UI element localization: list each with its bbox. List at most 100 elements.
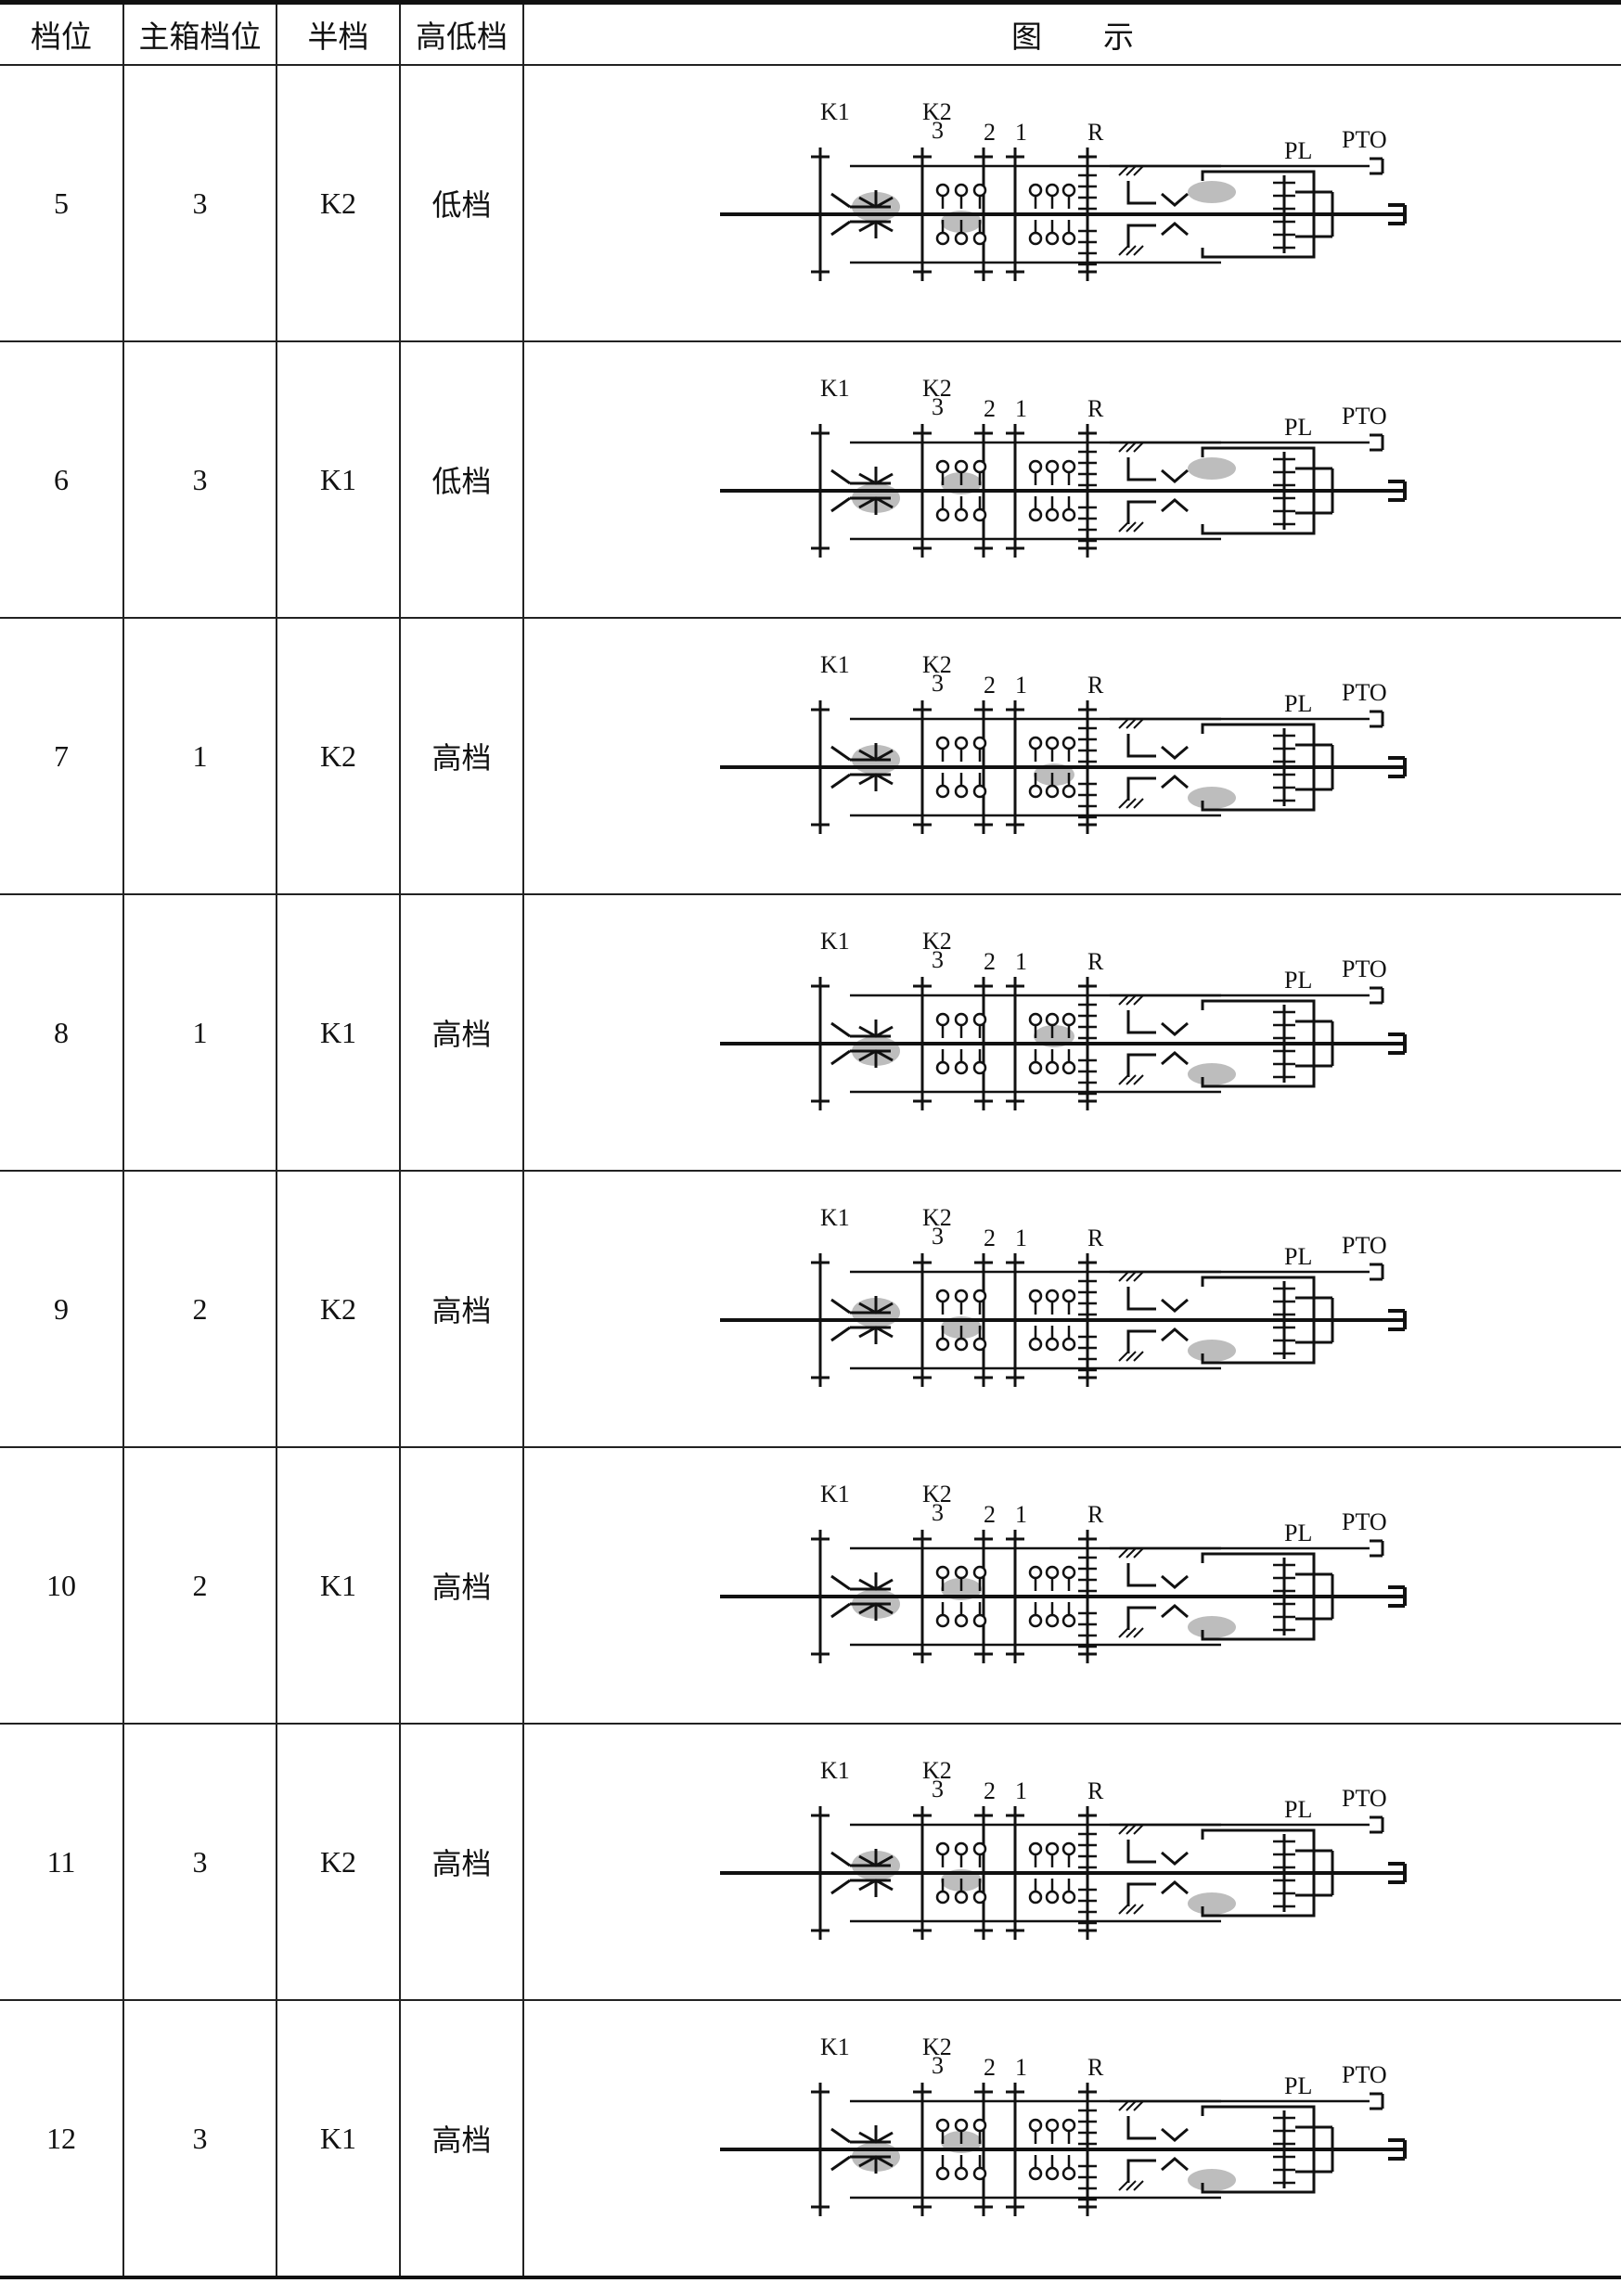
engaged-range-sleeve: [1188, 1340, 1236, 1362]
cell-half-gear: K1: [276, 340, 401, 619]
cell-main-box-gear: 2: [122, 1446, 277, 1725]
range-shift-sleeve: [1126, 170, 1316, 259]
label-reverse: R: [1087, 395, 1104, 422]
half-gear-synchronizer: [830, 467, 894, 515]
pto-flange: [1370, 2092, 1384, 2110]
housing-ground-symbol: [1118, 994, 1144, 1085]
pto-flange: [1370, 986, 1384, 1005]
label-gear-3: 3: [932, 1499, 944, 1526]
cell-range: 高档: [399, 1999, 524, 2279]
cell-range: 高档: [399, 617, 524, 895]
label-gear-2: 2: [984, 948, 996, 975]
cell-main-box-gear: 3: [122, 64, 277, 342]
range-shift-sleeve: [1126, 1552, 1316, 1641]
cell-gear: 12: [0, 1999, 124, 2279]
label-pl: PL: [1284, 1796, 1312, 1823]
cell-main-box-gear: 3: [122, 340, 277, 619]
output-flange: [1388, 1033, 1407, 1055]
label-k2: K2: [922, 98, 952, 125]
pto-flange: [1370, 710, 1384, 728]
label-pl: PL: [1284, 2072, 1312, 2099]
label-k1: K1: [820, 1757, 850, 1784]
cell-half-gear: K1: [276, 893, 401, 1172]
cell-main-box-gear: 1: [122, 617, 277, 895]
label-k2: K2: [922, 375, 952, 402]
label-pto: PTO: [1342, 1232, 1387, 1259]
label-k2: K2: [922, 2033, 952, 2060]
label-pl: PL: [1284, 137, 1312, 164]
range-shift-sleeve: [1126, 446, 1316, 535]
engaged-range-sleeve: [1188, 1616, 1236, 1638]
engaged-range-sleeve: [1188, 2169, 1236, 2191]
label-gear-1: 1: [1015, 1777, 1027, 1804]
label-pl: PL: [1284, 414, 1312, 441]
half-gear-synchronizer: [830, 1572, 894, 1621]
cell-range: 高档: [399, 1446, 524, 1725]
half-gear-synchronizer: [830, 1849, 894, 1897]
pto-flange: [1370, 157, 1384, 175]
output-flange: [1388, 1585, 1407, 1608]
table-header-row: 档位 主箱档位 半档 高低档 图 示: [0, 1, 1621, 66]
label-pl: PL: [1284, 967, 1312, 994]
label-reverse: R: [1087, 672, 1104, 699]
label-gear-2: 2: [984, 1777, 996, 1804]
label-pto: PTO: [1342, 956, 1387, 982]
label-pl: PL: [1284, 1243, 1312, 1270]
label-k2: K2: [922, 651, 952, 678]
cell-range: 高档: [399, 1170, 524, 1448]
housing-ground-symbol: [1118, 1547, 1144, 1638]
pto-flange: [1370, 1539, 1384, 1558]
engaged-range-sleeve: [1188, 457, 1236, 480]
engaged-range-sleeve: [1188, 181, 1236, 203]
cell-half-gear: K2: [276, 1723, 401, 2001]
output-flange: [1388, 2138, 1407, 2161]
pto-flange: [1370, 1815, 1384, 1834]
label-reverse: R: [1087, 948, 1104, 975]
cell-gear: 7: [0, 617, 124, 895]
cell-range: 低档: [399, 340, 524, 619]
label-gear-1: 1: [1015, 948, 1027, 975]
label-k2: K2: [922, 1757, 952, 1784]
cell-gear: 9: [0, 1170, 124, 1448]
label-k1: K1: [820, 651, 850, 678]
cell-main-box-gear: 3: [122, 1999, 277, 2279]
label-gear-1: 1: [1015, 119, 1027, 146]
label-pto: PTO: [1342, 1785, 1387, 1812]
label-k1: K1: [820, 375, 850, 402]
housing-ground-symbol: [1118, 442, 1144, 532]
label-reverse: R: [1087, 1501, 1104, 1528]
label-gear-1: 1: [1015, 2054, 1027, 2081]
label-gear-3: 3: [932, 946, 944, 973]
label-k1: K1: [820, 928, 850, 955]
label-pto: PTO: [1342, 679, 1387, 706]
half-gear-synchronizer: [830, 1296, 894, 1344]
housing-ground-symbol: [1118, 165, 1144, 256]
label-pto: PTO: [1342, 126, 1387, 153]
cell-main-box-gear: 1: [122, 893, 277, 1172]
label-gear-1: 1: [1015, 1225, 1027, 1251]
label-k1: K1: [820, 98, 850, 125]
range-shift-sleeve: [1126, 1828, 1316, 1918]
cell-gear: 11: [0, 1723, 124, 2001]
label-gear-3: 3: [932, 2052, 944, 2079]
label-pto: PTO: [1342, 1508, 1387, 1535]
cell-main-box-gear: 3: [122, 1723, 277, 2001]
label-gear-1: 1: [1015, 672, 1027, 699]
cell-gear: 6: [0, 340, 124, 619]
label-gear-2: 2: [984, 2054, 996, 2081]
output-flange: [1388, 1862, 1407, 1884]
half-gear-synchronizer: [830, 743, 894, 791]
